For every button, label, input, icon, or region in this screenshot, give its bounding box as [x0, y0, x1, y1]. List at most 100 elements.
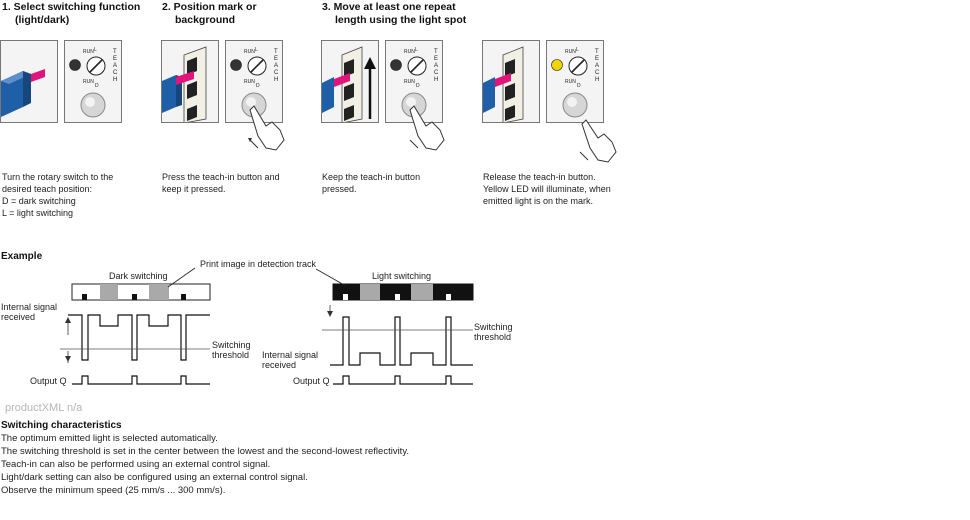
status-led-icon	[230, 59, 242, 71]
teach-letter: H	[434, 77, 438, 83]
step-2-title: 2. Position mark or background	[162, 1, 257, 26]
status-led-icon	[551, 59, 563, 71]
step-2-description: Press the teach-in button and keep it pr…	[162, 172, 280, 194]
characteristics-line: Teach-in can also be performed using an …	[1, 459, 271, 470]
run-bottom-label: RUN	[83, 79, 94, 85]
teach-letter: H	[595, 77, 599, 83]
d-label: D	[95, 83, 99, 89]
teach-letter: T	[434, 49, 438, 55]
d-label: D	[416, 83, 420, 89]
dark-output-signal	[72, 375, 210, 385]
run-bottom-label: RUN	[404, 79, 415, 85]
pressing-hand-icon	[409, 105, 445, 151]
light-switching-label: Light switching	[372, 271, 432, 281]
print-image-leader	[315, 268, 347, 287]
status-led-icon	[69, 59, 81, 71]
d-label: D	[577, 83, 581, 89]
run-top-label: RUN	[244, 49, 255, 55]
dark-mark-small	[132, 294, 137, 300]
l-label: L	[576, 47, 579, 53]
step-3-description: Keep the teach-in button pressed.	[322, 172, 421, 194]
output-q-right-label: Output Q	[293, 376, 330, 386]
d-label: D	[256, 83, 260, 89]
light-mark-small	[343, 294, 348, 300]
sensor-illustration	[322, 46, 376, 122]
light-mark-small	[395, 294, 400, 300]
teach-letter: A	[595, 63, 599, 69]
example-title: Example	[1, 251, 43, 262]
teach-letter: A	[274, 63, 278, 69]
characteristics-line: Light/dark setting can also be configure…	[1, 472, 308, 483]
teach-letter: E	[113, 56, 117, 62]
teach-letter: C	[274, 70, 279, 76]
light-internal-signal	[330, 316, 473, 366]
teach-letter: H	[113, 77, 117, 83]
pressing-hand-icon	[248, 105, 285, 151]
step-4-sensor-panel	[482, 40, 540, 123]
dark-mark-small	[82, 294, 87, 300]
teach-letter: A	[434, 63, 438, 69]
characteristics-line: Observe the minimum speed (25 mm/s ... 3…	[1, 485, 226, 496]
dark-mark-small	[181, 294, 186, 300]
product-xml-watermark: productXML n/a	[5, 402, 83, 414]
l-label: L	[415, 47, 418, 53]
switching-threshold-left-label: Switching threshold	[212, 340, 251, 360]
teach-letter: E	[274, 56, 278, 62]
teach-letter: A	[113, 63, 117, 69]
light-output-signal	[333, 375, 473, 385]
teach-letter: E	[595, 56, 599, 62]
dark-switching-label: Dark switching	[109, 271, 168, 281]
switching-threshold-right-label: Switching threshold	[474, 322, 513, 342]
step-1-sensor-panel	[0, 40, 58, 123]
step-4-description: Release the teach-in button. Yellow LED …	[483, 172, 611, 206]
step-2-sensor-panel	[161, 40, 219, 123]
internal-signal-left-label: Internal signal received	[1, 302, 58, 322]
run-top-label: RUN	[404, 49, 415, 55]
sensor-illustration	[1, 69, 45, 117]
sensor-illustration	[483, 46, 524, 122]
sensor-illustration	[162, 46, 207, 122]
teach-letter: C	[434, 70, 439, 76]
characteristics-title: Switching characteristics	[1, 420, 122, 431]
teach-letter: C	[595, 70, 600, 76]
run-bottom-label: RUN	[244, 79, 255, 85]
light-mark-gray	[360, 284, 380, 300]
dark-mark-gray	[149, 284, 169, 300]
teach-letter: T	[274, 49, 278, 55]
step-1-description: Turn the rotary switch to the desired te…	[2, 172, 114, 218]
run-bottom-label: RUN	[565, 79, 576, 85]
characteristics-line: The optimum emitted light is selected au…	[1, 433, 218, 444]
teach-letter: H	[274, 77, 278, 83]
releasing-hand-icon	[579, 119, 617, 163]
status-led-icon	[390, 59, 402, 71]
print-image-label: Print image in detection track	[200, 259, 317, 269]
dark-internal-signal	[68, 314, 210, 361]
l-label: L	[94, 47, 97, 53]
light-print-track	[332, 283, 474, 301]
output-q-left-label: Output Q	[30, 376, 67, 386]
example-diagram	[60, 267, 474, 385]
switching-characteristics: Switching characteristics The optimum em…	[1, 419, 409, 497]
light-mark-gray	[411, 284, 433, 300]
teach-letter: E	[434, 56, 438, 62]
teach-letter: C	[113, 70, 118, 76]
teach-letter: T	[595, 49, 599, 55]
characteristics-line: The switching threshold is set in the ce…	[1, 446, 410, 457]
dark-mark-gray	[100, 284, 118, 300]
l-label: L	[255, 47, 258, 53]
run-top-label: RUN	[565, 49, 576, 55]
run-top-label: RUN	[83, 49, 94, 55]
step-1-title: 1. Select switching function (light/dark…	[2, 1, 141, 26]
print-image-leader	[167, 267, 196, 288]
dark-print-track	[71, 283, 211, 301]
light-mark-small	[446, 294, 451, 300]
teach-letter: T	[113, 49, 117, 55]
internal-signal-right-label: Internal signal received	[262, 350, 319, 370]
step-3-title: 3. Move at least one repeat length using…	[322, 1, 467, 26]
